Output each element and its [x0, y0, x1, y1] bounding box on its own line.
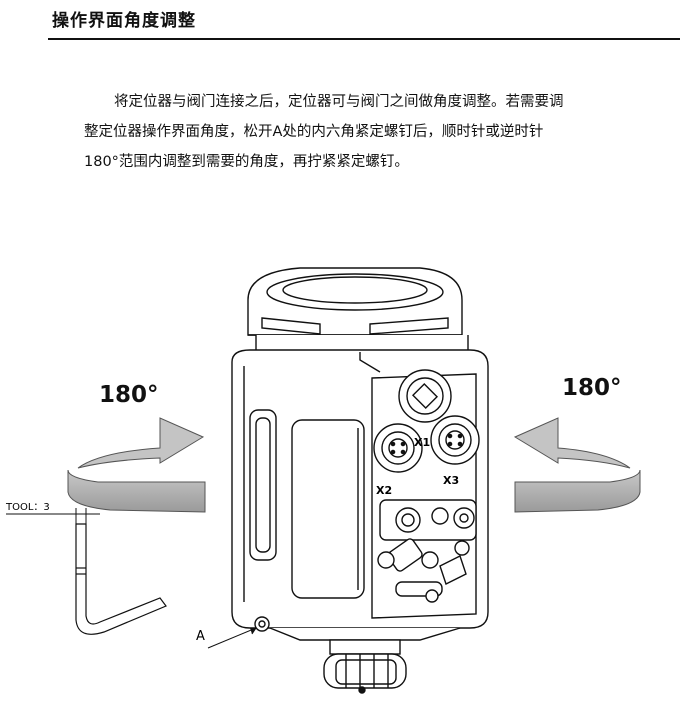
tool-label: TOOL：3: [5, 502, 50, 513]
point-a-leader: [207, 627, 257, 649]
title-divider: [48, 38, 680, 40]
tool-dimension: [6, 508, 100, 530]
paragraph-line-2: 整定位器操作界面角度，松开A处的内六角紧定螺钉后，顺时针或逆时针: [84, 124, 544, 140]
point-a-label: A: [196, 629, 205, 644]
port-label-x2: X2: [376, 484, 392, 497]
rotation-angle-left: 180°: [99, 382, 159, 408]
hex-key-tool: [75, 523, 167, 635]
rotation-arrow-right: [513, 417, 641, 513]
paragraph-line-1: 将定位器与阀门连接之后，定位器可与阀门之间做角度调整。若需要调: [114, 94, 564, 110]
port-label-x3: X3: [443, 474, 459, 487]
port-label-x1: X1: [414, 436, 430, 449]
page-title: 操作界面角度调整: [52, 11, 196, 31]
positioner-device: [231, 267, 489, 694]
rotation-angle-right: 180°: [562, 375, 622, 401]
paragraph-line-3: 180°范围内调整到需要的角度，再拧紧紧定螺钉。: [84, 154, 409, 170]
instruction-paragraph: 将定位器与阀门连接之后，定位器可与阀门之间做角度调整。若需要调 整定位器操作界面…: [84, 87, 654, 177]
rotation-arrow-left: [67, 417, 206, 513]
